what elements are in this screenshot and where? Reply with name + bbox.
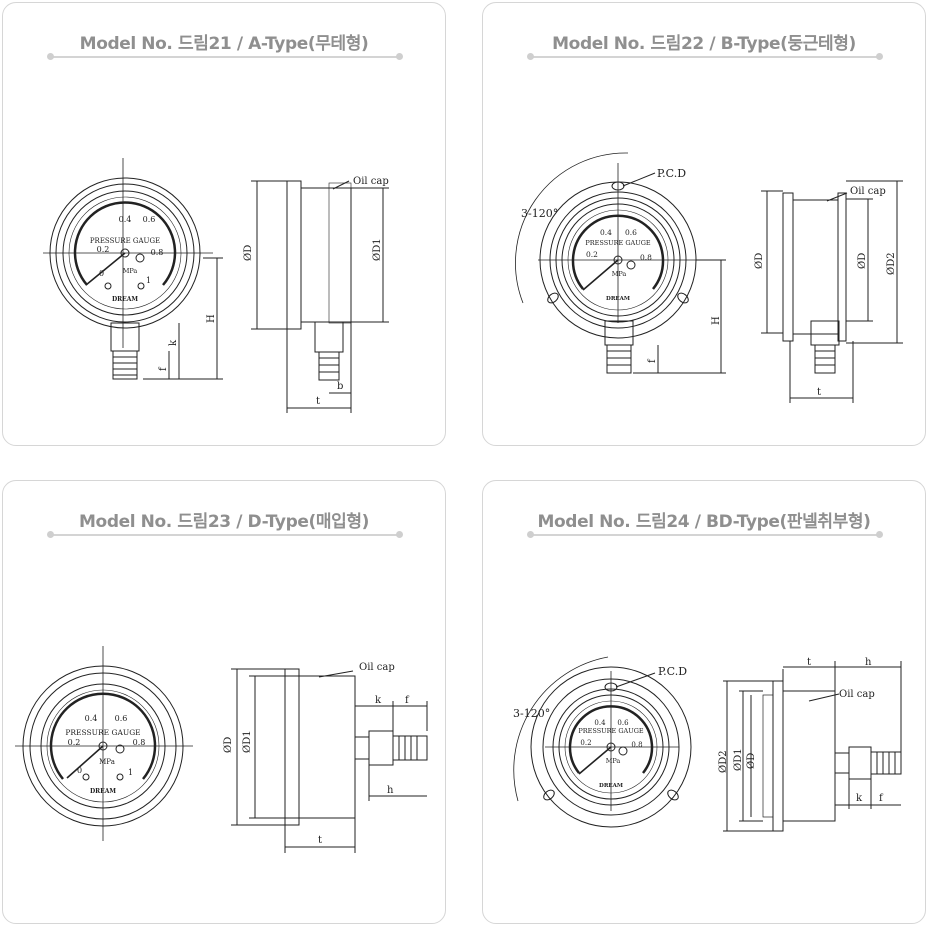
dim-h-label: H [206, 314, 217, 323]
side-view [251, 180, 389, 413]
front-gauge [43, 158, 223, 380]
dim-d-label: ØD [746, 753, 757, 769]
dim-k-label: k [168, 339, 179, 346]
card-title: Model No. 드림21 / A-Type(무테형) [79, 34, 369, 54]
dim-b-label: b [337, 381, 343, 392]
gauge-unit: MPa [123, 267, 138, 275]
oil-cap-label: Oil cap [850, 186, 886, 197]
dim-t-label: t [817, 387, 821, 398]
scale-label: 0.4 [119, 215, 132, 224]
scale-min: 0 [99, 269, 104, 278]
card-b-type: Model No. 드림22 / B-Type(둥근테형) [482, 2, 926, 446]
scale-label: 0.2 [97, 245, 110, 254]
scale-label: 0.6 [115, 714, 128, 723]
oil-cap-label: Oil cap [353, 176, 389, 187]
card-title: Model No. 드림23 / D-Type(매입형) [79, 512, 369, 532]
gauge-face-text: PRESSURE GAUGE [90, 237, 160, 245]
dim-d-inner-label: ØD [857, 253, 868, 269]
dim-k-label: k [856, 793, 863, 804]
scale-label: 0.8 [640, 253, 652, 262]
dim-d1-label: ØD1 [372, 238, 383, 261]
scale-label: 0.8 [631, 741, 642, 749]
scale-min: 0 [77, 766, 82, 775]
gauge-unit: MPa [99, 758, 115, 766]
scale-label: 0.8 [133, 738, 146, 747]
dim-f-label: f [647, 358, 658, 363]
d-type-drawing: PRESSURE GAUGE 0.4 0.6 0.2 0.8 0 1 MPa D… [15, 646, 428, 853]
oil-cap-label: Oil cap [839, 689, 875, 700]
scale-label: 0.4 [85, 714, 98, 723]
dim-f-label: f [158, 366, 169, 371]
scale-label: 0.6 [143, 215, 156, 224]
dim-d2-label: ØD2 [718, 750, 729, 773]
gauge-face-text: PRESSURE GAUGE [585, 239, 651, 247]
scale-label: 0.2 [586, 250, 598, 259]
bd-type-drawing: P.C.D 3-120° PRESSURE GAUGE 0.4 0.6 0.2 … [513, 656, 902, 832]
gauge-face-text: PRESSURE GAUGE [65, 728, 140, 737]
dim-h-label: h [865, 657, 872, 668]
dim-t-label: t [807, 657, 811, 668]
scale-max: 1 [146, 276, 151, 285]
dim-d-label: ØD [754, 253, 765, 269]
angle-label: 3-120° [521, 207, 558, 220]
dim-d-label: ØD [223, 737, 234, 753]
gauge-brand: DREAM [112, 296, 138, 303]
gauge-unit: MPa [606, 757, 621, 765]
dim-d1-label: ØD1 [733, 748, 744, 771]
dim-d1-label: ØD1 [242, 730, 253, 753]
pcd-label: P.C.D [657, 167, 686, 180]
scale-label: 0.6 [625, 228, 637, 237]
gauge-unit: MPa [612, 270, 627, 278]
title-divider [47, 531, 403, 538]
title-divider [527, 53, 883, 60]
scale-label: 0.6 [617, 719, 629, 727]
scale-label: 0.8 [151, 248, 164, 257]
dim-h-label: h [387, 785, 394, 796]
gauge-face-text: PRESSURE GAUGE [578, 727, 644, 735]
dim-d2-label: ØD2 [886, 252, 897, 275]
scale-max: 1 [128, 768, 133, 777]
oil-cap-label: Oil cap [359, 662, 395, 673]
side-view [231, 668, 428, 853]
pcd-label: P.C.D [658, 665, 687, 678]
angle-label: 3-120° [513, 707, 550, 720]
dim-d-label: ØD [243, 245, 254, 261]
front-gauge [15, 646, 193, 841]
scale-label: 0.4 [594, 719, 606, 727]
gauge-brand: DREAM [606, 296, 630, 302]
front-gauge [513, 656, 692, 828]
dim-t-label: t [318, 835, 322, 846]
card-bd-type: Model No. 드림24 / BD-Type(판넬취부형) [482, 480, 926, 924]
title-divider [527, 531, 883, 538]
dim-f-label: f [879, 793, 884, 804]
a-type-drawing: 0.4 0.6 0.2 0.8 0 1 PRESSURE GAUGE MPa D… [43, 158, 389, 413]
scale-label: 0.4 [600, 228, 612, 237]
dim-f-label: f [405, 695, 410, 706]
card-a-type: Model No. 드림21 / A-Type(무테형) [2, 2, 446, 446]
dim-t-label: t [316, 396, 320, 407]
title-divider [47, 53, 403, 60]
front-gauge [515, 152, 726, 374]
scale-label: 0.2 [68, 738, 81, 747]
gauge-brand: DREAM [90, 788, 116, 795]
card-d-type: Model No. 드림23 / D-Type(매입형) [2, 480, 446, 924]
side-view [723, 661, 902, 832]
scale-label: 0.2 [580, 739, 591, 747]
side-view [761, 180, 903, 403]
b-type-drawing: P.C.D 3-120° PRESSURE GAUGE 0.4 0.6 0.2 … [515, 152, 903, 403]
gauge-brand: DREAM [599, 783, 623, 789]
dim-k-label: k [375, 695, 382, 706]
card-title: Model No. 드림22 / B-Type(둥근테형) [552, 34, 856, 54]
dim-h-label: H [711, 316, 722, 325]
card-title: Model No. 드림24 / BD-Type(판넬취부형) [537, 512, 871, 532]
